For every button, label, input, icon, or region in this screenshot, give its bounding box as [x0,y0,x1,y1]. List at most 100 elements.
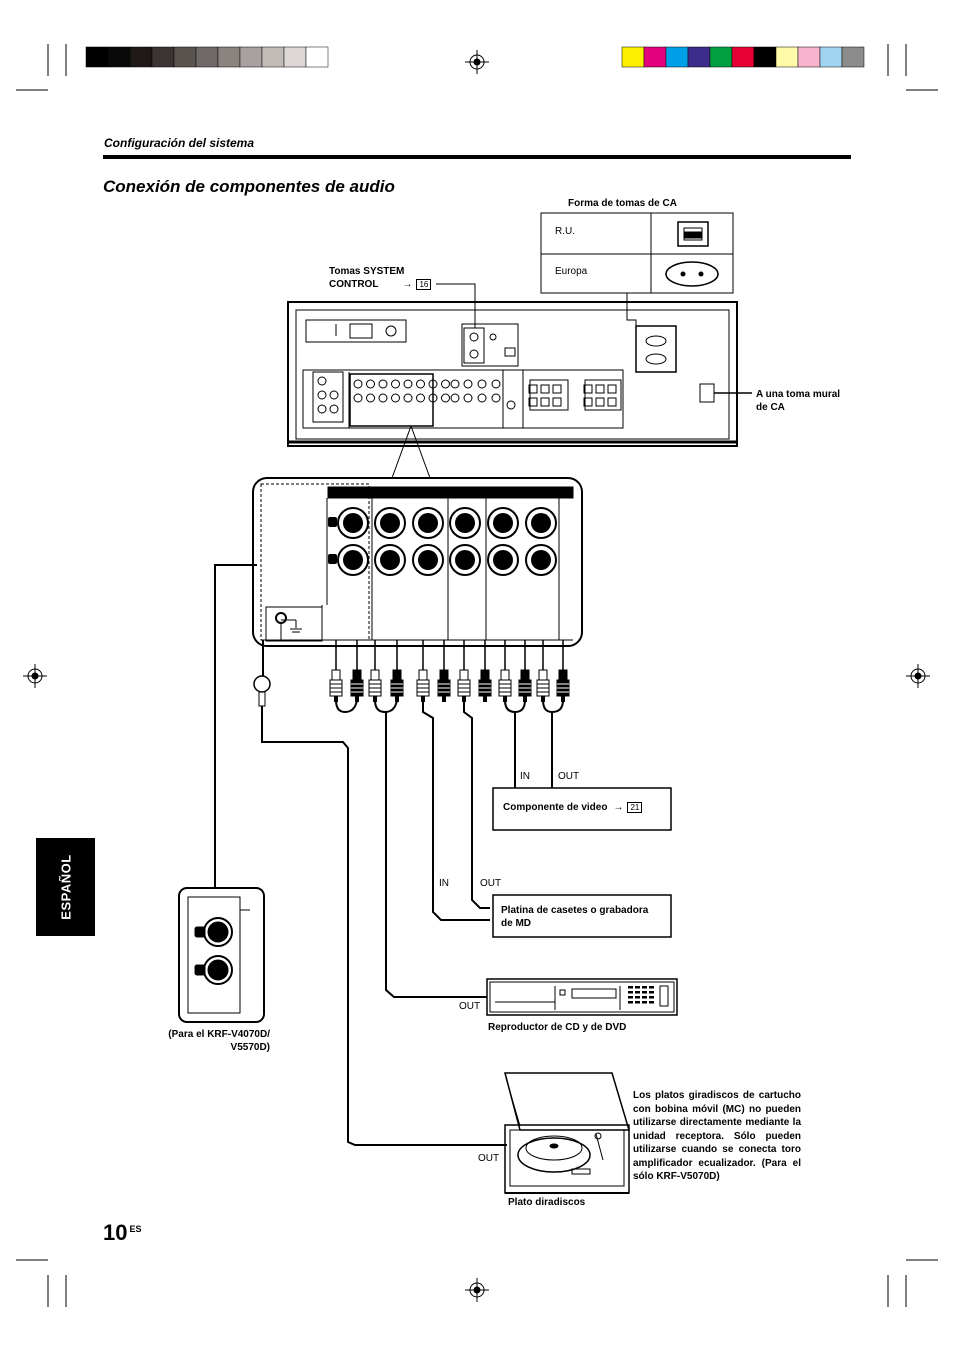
speaker-terminal [540,397,550,407]
page-number-suffix: ES [129,1224,142,1234]
color-swatch [819,46,843,68]
rca-plug-tail [462,696,466,702]
color-swatch [775,46,799,68]
rca-jack-center [493,550,513,570]
speaker-terminal [552,384,562,394]
phono-caption-line1: (Para el KRF-V4070D/ [168,1029,270,1040]
color-swatch [797,46,821,68]
system-control-ref: 16 [416,278,432,290]
panel-jacks [317,376,617,414]
video-component-box [492,787,672,831]
rca-plug-tail [421,696,425,702]
rca-plug-tail [523,696,527,702]
rca-plug-tip [331,669,341,681]
cassette-deck-box [492,894,672,938]
receiver-rear-panel [287,301,752,447]
panel-jack [403,393,413,403]
cd-button [642,996,647,999]
gray-swatch [107,46,131,68]
rca-jack-center [380,550,400,570]
cd-button [649,1001,654,1004]
speaker-terminal [552,397,562,407]
speaker-terminal [595,397,605,407]
cd-button [649,991,654,994]
color-swatch [841,46,865,68]
gray-swatch [195,46,219,68]
ground-lug [253,675,271,693]
rca-jack-center [343,513,363,533]
crop-marks [16,44,938,1307]
phono-input-panel [178,887,265,1023]
page-title: Conexión de componentes de audio [103,177,395,196]
phono-caption-line2: V5570D) [230,1042,270,1053]
speaker-terminal [607,384,617,394]
rca-plug-tip [480,669,490,681]
panel-jack [491,393,501,403]
gray-swatch [239,46,263,68]
panel-jack [317,390,327,400]
ac-row-europe: Europa [555,266,588,277]
panel-jack [463,379,473,389]
rca-jack-center [343,550,363,570]
color-swatch [731,46,755,68]
cd-out: OUT [459,1001,481,1012]
rca-plug-tip [439,669,449,681]
speaker-terminal [607,397,617,407]
gray-swatch [173,46,197,68]
language-tab: ESPAÑOL [36,838,95,936]
rca-plug-tip [538,669,548,681]
system-control-line1: Tomas SYSTEM [329,266,405,277]
rca-plug-tip [520,669,530,681]
speaker-terminal [595,384,605,394]
speaker-terminal [528,397,538,407]
rca-jack-center [380,513,400,533]
rca-jack-center [493,513,513,533]
cd-button [628,986,633,989]
speaker-terminal [583,384,593,394]
color-bars [85,46,865,68]
rca-plugs [253,669,570,707]
rca-plug-tail [334,696,338,702]
panel-jack [366,393,375,403]
cd-buttons [628,985,669,1007]
rca-plug-tail [442,696,446,702]
color-swatch [621,46,645,68]
system-control-line2: CONTROL→16 [329,278,432,291]
panel-jack [428,379,438,389]
video-in: IN [520,771,530,782]
ac-row-uk: R.U. [555,226,575,237]
panel-jack [416,379,425,389]
language-tab-label: ESPAÑOL [58,854,73,920]
panel-jack [329,404,339,414]
panel-jack [378,379,388,389]
rca-plug-tail [483,696,487,702]
cd-control [659,985,669,1007]
wall-outlet-line2: de CA [756,402,785,413]
turntable-out: OUT [478,1153,500,1164]
panel-jack [450,393,460,403]
jack-marker [328,517,337,527]
color-swatch [665,46,689,68]
rca-plug-tail [395,696,399,702]
cd-button [642,986,647,989]
cd-button [649,986,654,989]
turntable-label: Plato diradiscos [508,1197,586,1208]
rca-plug-tail [541,696,545,702]
cd-button [628,1001,633,1004]
panel-jack [491,379,501,389]
rca-jack-center [531,513,551,533]
cd-button [628,991,633,994]
cd-button [628,996,633,999]
panel-jack [477,379,487,389]
panel-jack [317,376,327,386]
rca-plug-tail [561,696,565,702]
rca-plug-tip [558,669,568,681]
wall-outlet-line1: A una toma mural [756,389,841,400]
system-control-leader [436,283,476,328]
cd-button [642,991,647,994]
enlarged-jack-panel [252,477,583,647]
speaker-terminal [528,384,538,394]
rca-plug-tip [370,669,380,681]
cd-label: Reproductor de CD y de DVD [488,1022,627,1033]
